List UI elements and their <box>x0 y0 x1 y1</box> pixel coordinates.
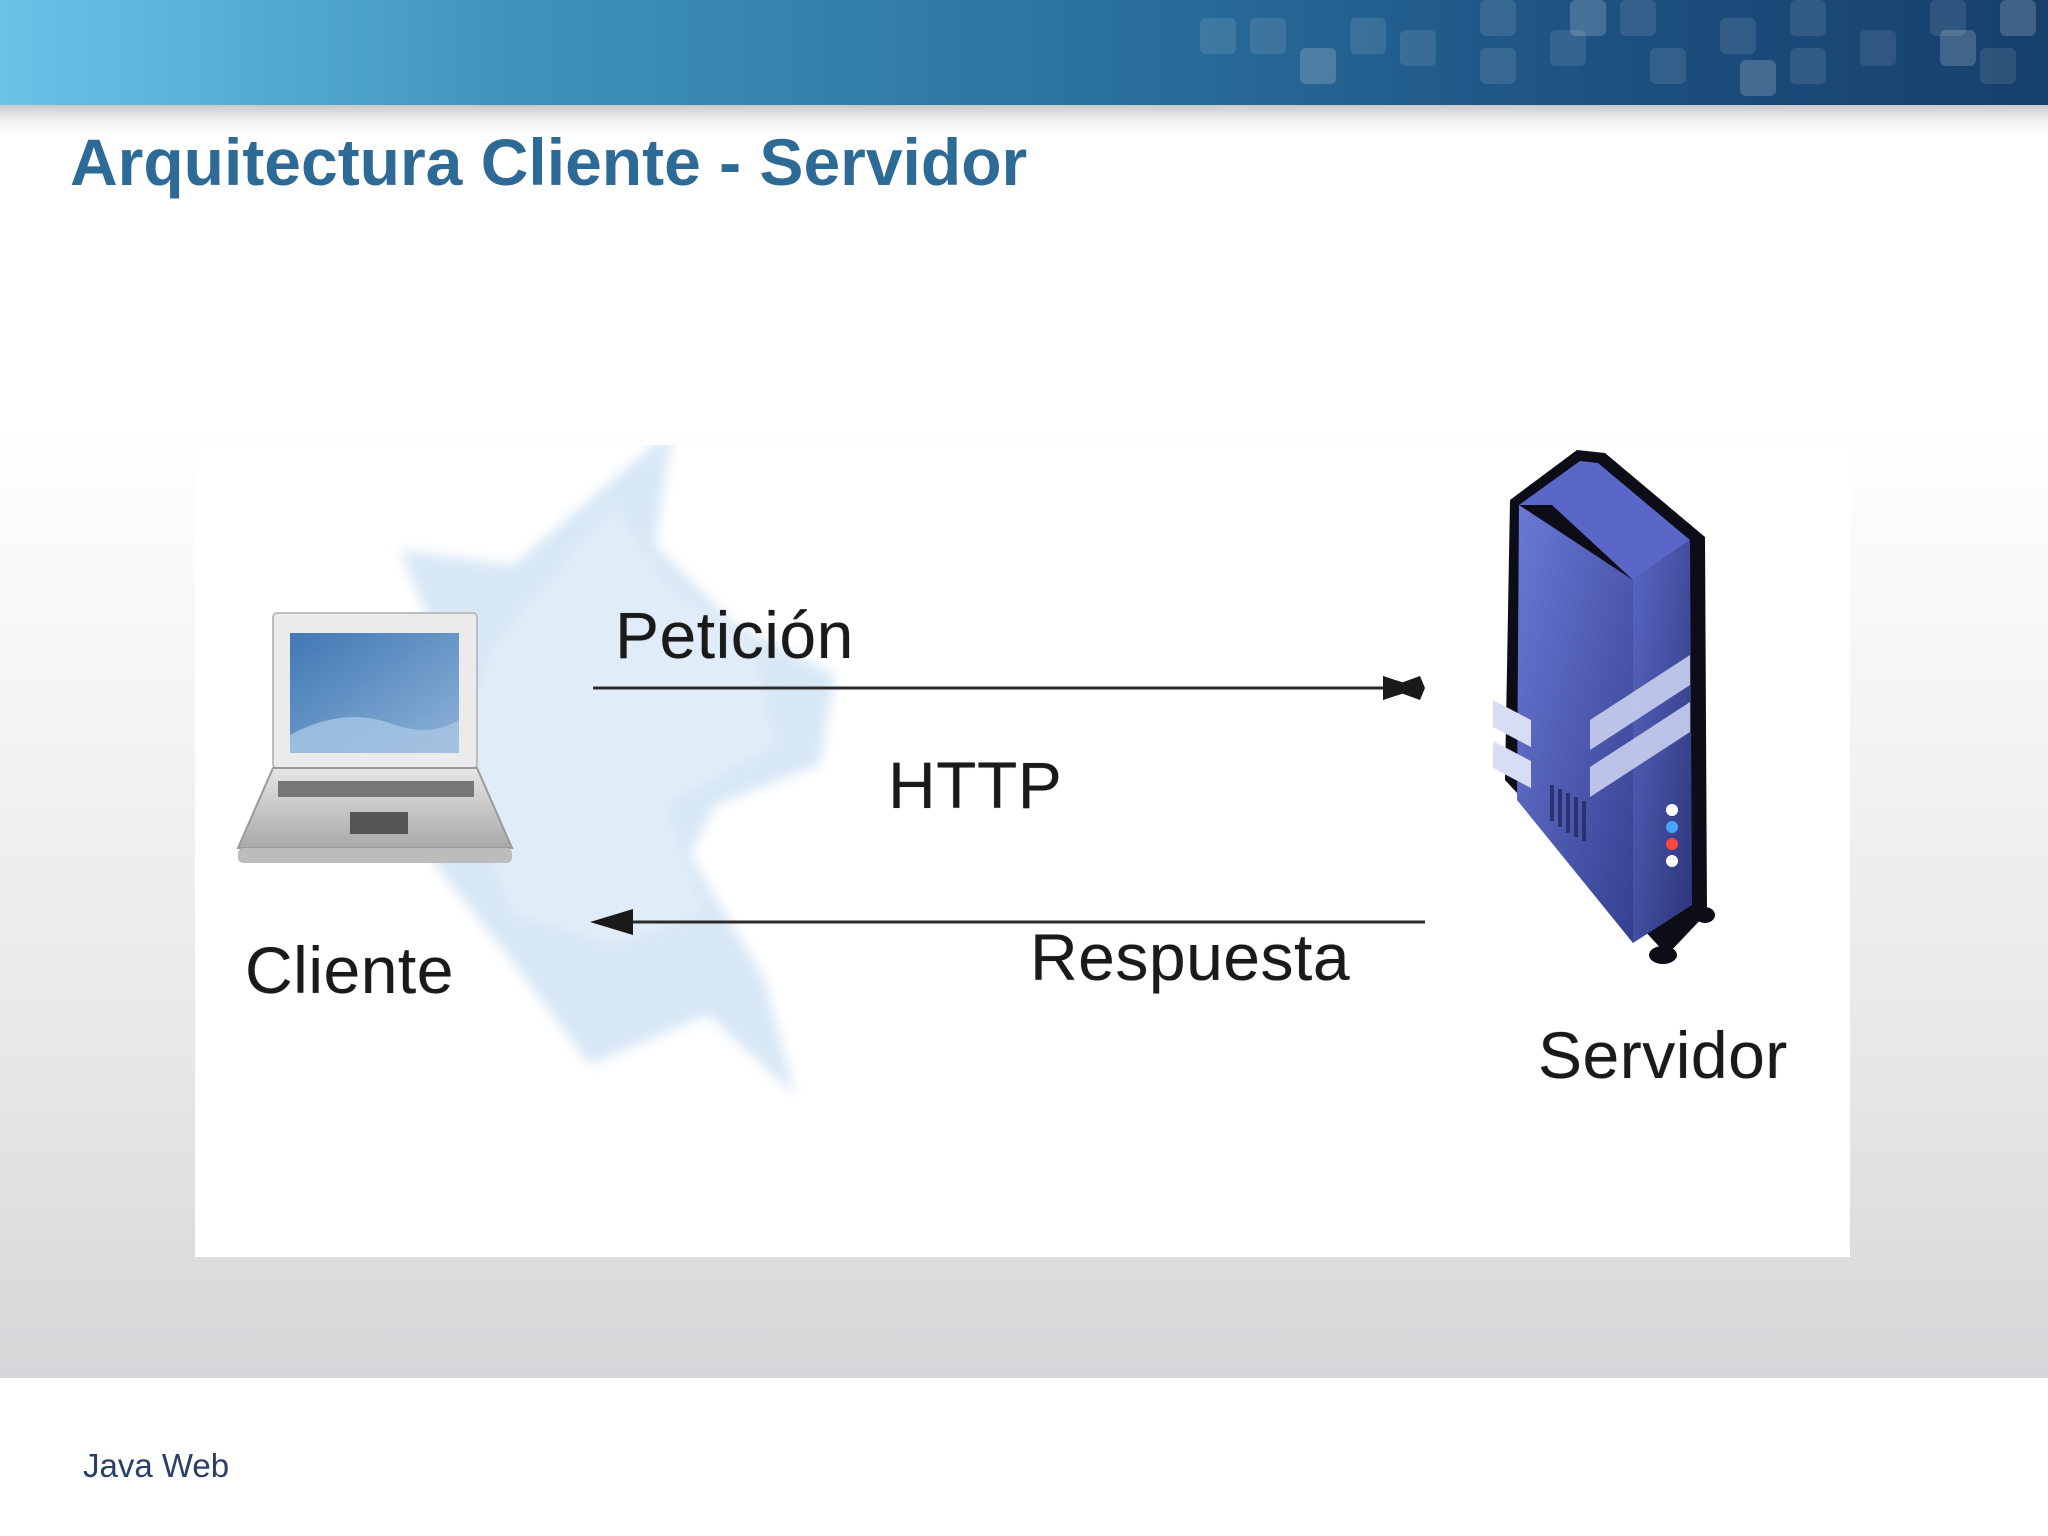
footer-text: Java Web <box>83 1447 230 1484</box>
banner-shadow <box>0 105 2048 135</box>
server-tower-icon <box>1493 450 1715 964</box>
arrow-left-icon <box>590 909 1425 935</box>
response-label: Respuesta <box>1030 920 1351 994</box>
protocol-label: HTTP <box>888 748 1063 822</box>
server-label: Servidor <box>1538 1018 1788 1092</box>
laptop-icon <box>236 612 514 863</box>
banner-pattern <box>1200 0 2036 96</box>
network-cloud-icon <box>400 445 835 1095</box>
client-label: Cliente <box>245 933 454 1007</box>
request-label: Petición <box>615 598 854 672</box>
diagram-graphics <box>236 445 1715 1095</box>
slide-title: Arquitectura Cliente - Servidor <box>70 125 1028 199</box>
client-server-diagram: Petición HTTP Respuesta Cliente Servidor <box>195 445 1850 1257</box>
top-banner <box>0 0 2048 105</box>
arrow-right-icon <box>593 676 1425 700</box>
